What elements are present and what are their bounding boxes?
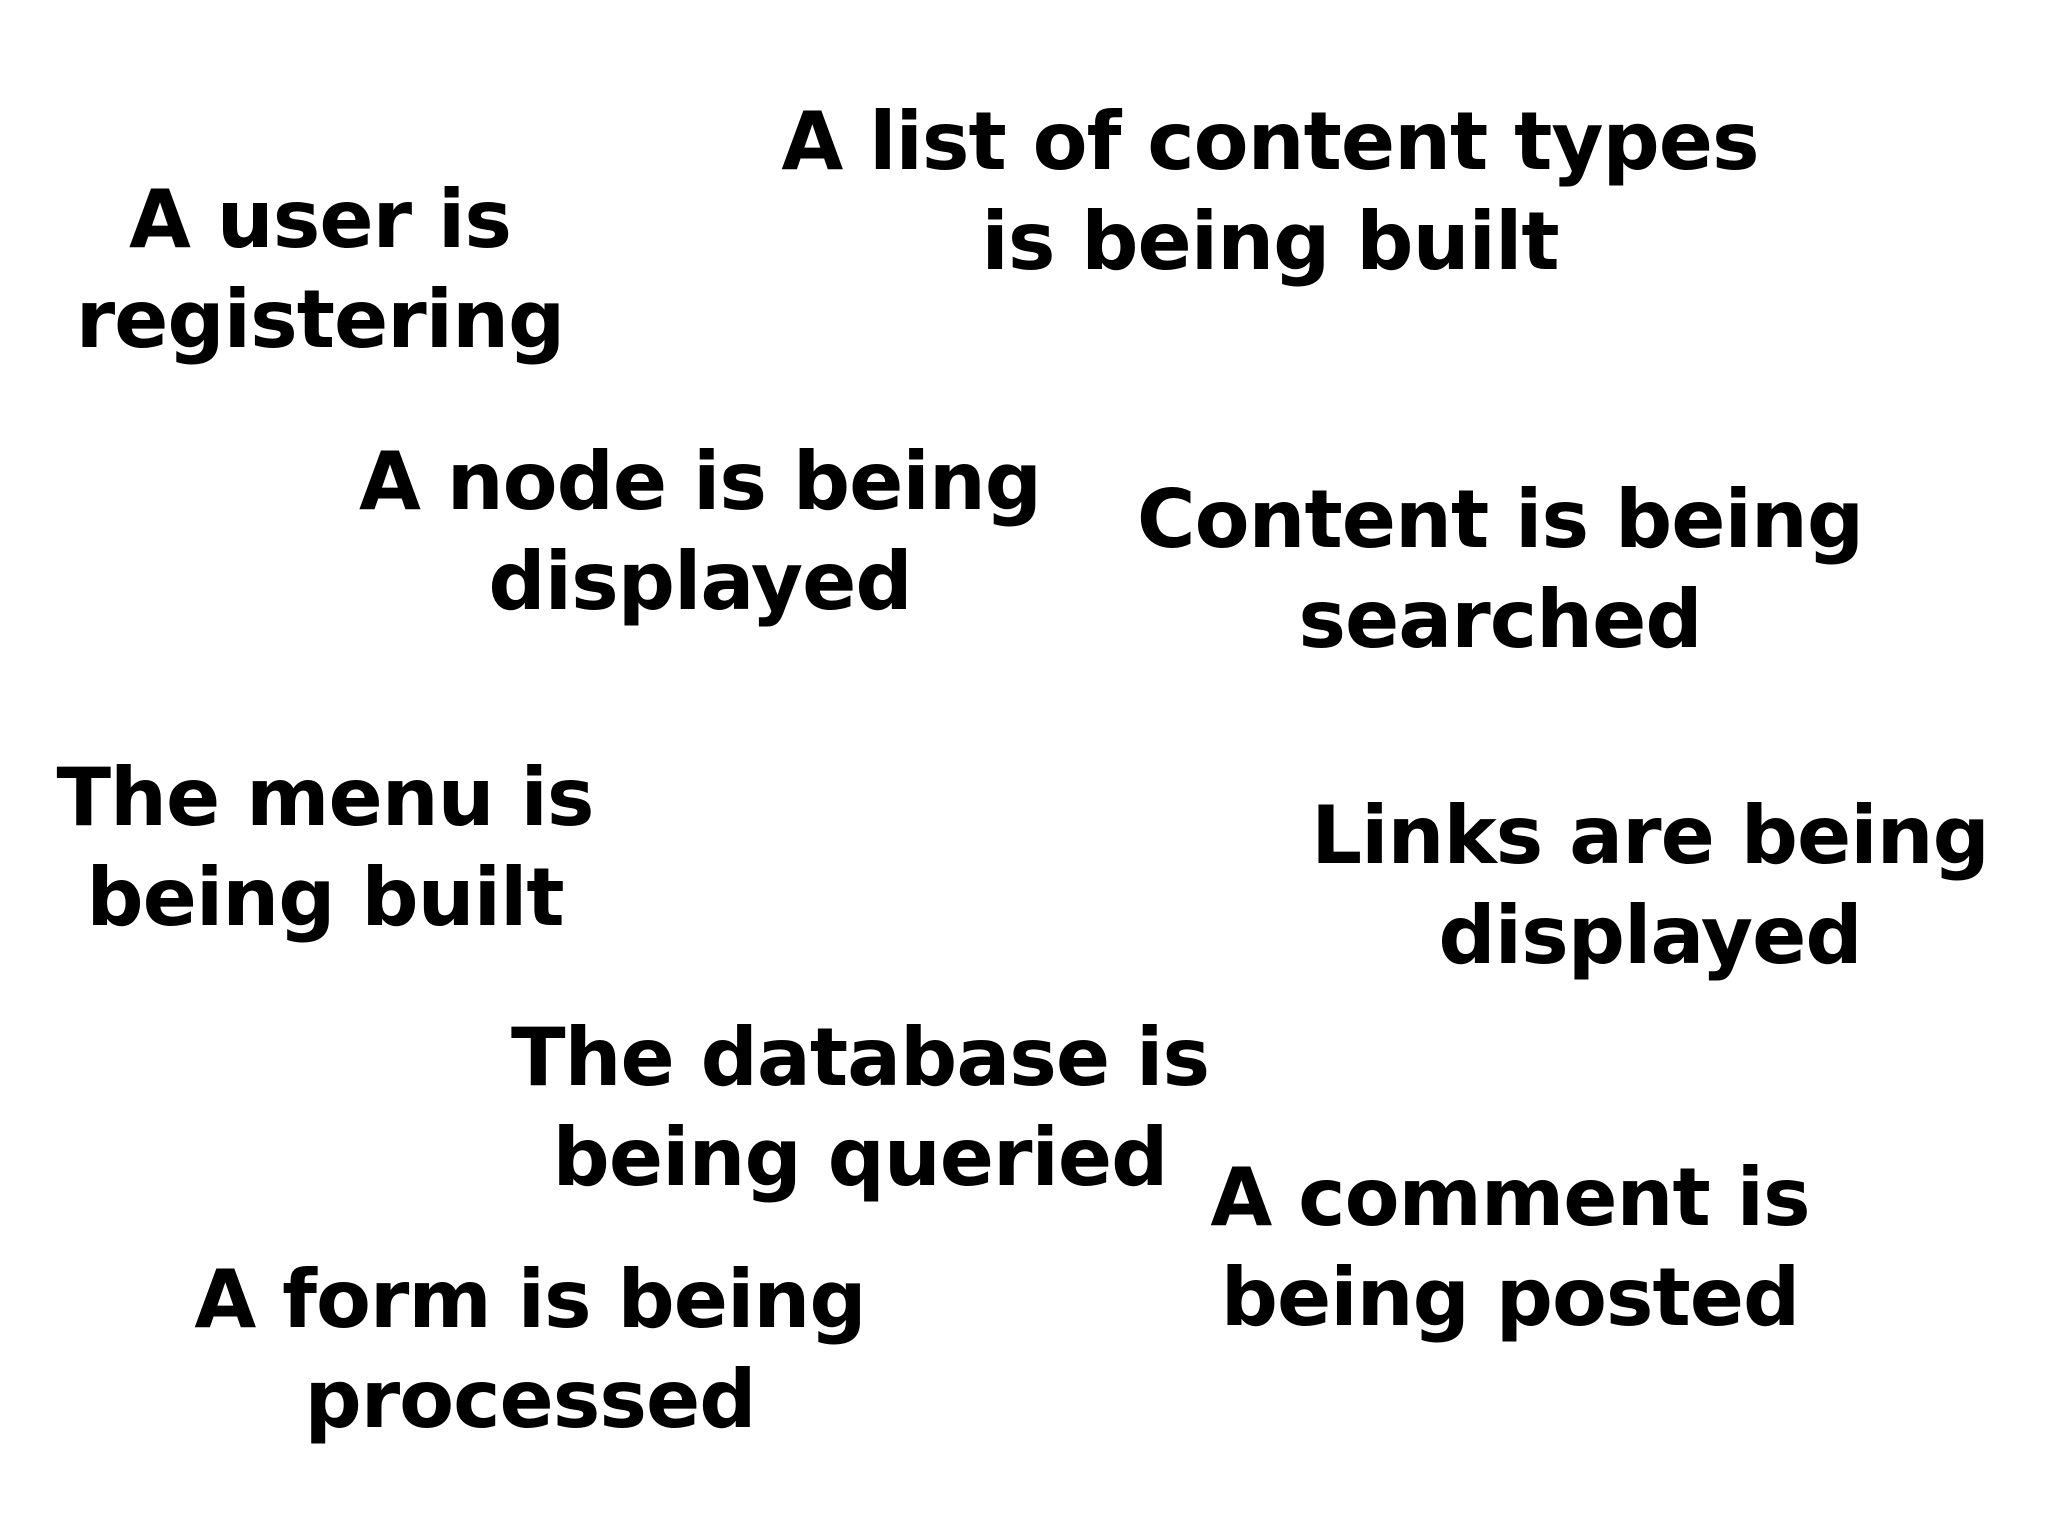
phrase-line: A comment is [1210, 1151, 1810, 1244]
phrase-node-displayed: A node is being displayed [340, 432, 1060, 632]
phrase-line: being built [86, 851, 564, 944]
phrase-database-queried: The database is being queried [500, 1008, 1220, 1208]
phrase-menu-built: The menu is being built [40, 748, 610, 948]
phrase-line: being posted [1220, 1251, 1801, 1344]
phrase-line: The database is [510, 1011, 1210, 1104]
phrase-line: Links are being [1311, 789, 1990, 882]
phrase-comment-posted: A comment is being posted [1190, 1148, 1830, 1348]
phrase-line: A form is being [194, 1253, 866, 1346]
phrase-line: A user is [129, 173, 512, 266]
phrase-user-registering: A user is registering [60, 170, 580, 370]
phrase-line: is being built [981, 195, 1559, 288]
phrase-line: being queried [552, 1111, 1169, 1204]
phrase-links-displayed: Links are being displayed [1300, 786, 2000, 986]
phrase-line: displayed [488, 535, 912, 628]
phrase-line: Content is being [1136, 473, 1864, 566]
phrase-line: searched [1298, 573, 1702, 666]
phrase-form-processed: A form is being processed [180, 1250, 880, 1450]
phrase-content-searched: Content is being searched [1120, 470, 1880, 670]
phrase-line: processed [304, 1353, 756, 1446]
phrase-line: A node is being [358, 435, 1042, 528]
phrase-line: displayed [1438, 889, 1862, 982]
phrase-line: registering [75, 273, 566, 366]
phrase-line: A list of content types [781, 95, 1759, 188]
phrase-line: The menu is [56, 751, 594, 844]
phrase-content-types-list: A list of content types is being built [760, 92, 1780, 292]
